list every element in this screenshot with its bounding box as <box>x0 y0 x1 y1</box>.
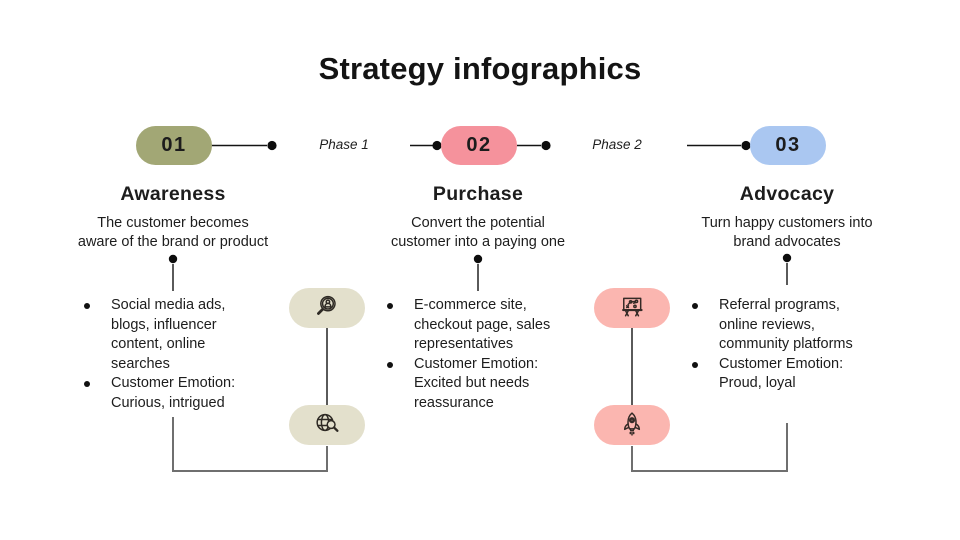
stage-title: Purchase <box>432 183 524 205</box>
stage-bullets-awareness: Social media ads, blogs, influencer cont… <box>78 296 251 413</box>
bullet-item: Referral programs, online reviews, commu… <box>686 296 856 355</box>
phase-label-2: Phase 2 <box>592 137 642 152</box>
icon-pill-rocket <box>594 405 670 445</box>
stage-bullets-purchase: E-commerce site, checkout page, sales re… <box>381 296 571 413</box>
bullet-item: Social media ads, blogs, influencer cont… <box>78 296 251 374</box>
stage-pill-01: 01 <box>136 126 212 165</box>
stage-title: Awareness <box>120 183 226 205</box>
stage-column-purchase: Purchase Convert the potential customer … <box>328 183 628 252</box>
bullet-item: Customer Emotion: Excited but needs reas… <box>381 355 571 414</box>
bullet-item: Customer Emotion: Proud, loyal <box>686 355 856 394</box>
bullet-item: E-commerce site, checkout page, sales re… <box>381 296 571 355</box>
strategy-board-icon <box>622 297 643 317</box>
bullet-item: Customer Emotion: Curious, intrigued <box>78 374 251 413</box>
user-search-icon <box>317 295 336 315</box>
globe-search-icon <box>316 413 339 432</box>
stage-column-awareness: Awareness The customer becomes aware of … <box>23 183 323 252</box>
icon-pill-globe-search <box>289 405 365 445</box>
stage-column-advocacy: Advocacy Turn happy customers into brand… <box>637 183 937 252</box>
icon-pill-user-search <box>289 288 365 328</box>
icon-pill-strategy-board <box>594 288 670 328</box>
stage-subtitle: The customer becomes aware of the brand … <box>77 215 269 250</box>
stage-bullets-advocacy: Referral programs, online reviews, commu… <box>686 296 856 394</box>
page-title: Strategy infographics <box>318 51 642 86</box>
stage-pill-02: 02 <box>441 126 517 165</box>
rocket-icon <box>623 412 641 436</box>
stage-title: Advocacy <box>739 183 835 205</box>
stage-subtitle: Turn happy customers into brand advocate… <box>701 215 873 250</box>
stage-pill-03: 03 <box>750 126 826 165</box>
phase-label-1: Phase 1 <box>319 137 369 152</box>
stage-subtitle: Convert the potential customer into a pa… <box>390 215 566 250</box>
